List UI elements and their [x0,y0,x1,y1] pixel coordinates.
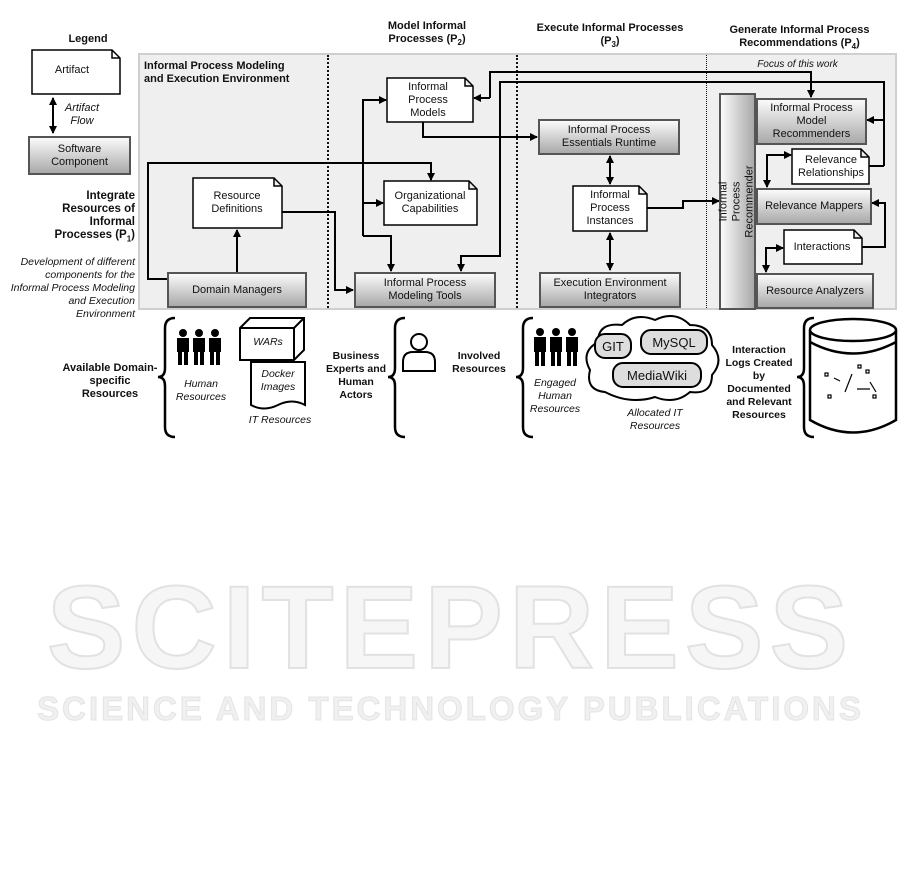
artifact-interactions[interactable]: Interactions [793,240,851,253]
watermark-logo: SCITEPRESS [46,561,855,695]
business-expert-icon [402,333,436,372]
relevance-relationships-shape [791,148,870,185]
org-capabilities-shape [383,180,478,226]
artifact-process-instances[interactable]: Informal Process Instances [586,189,634,227]
resource-definitions-shape [192,177,283,229]
business-experts-label: Business Experts and Human Actors [325,350,387,401]
legend-artifact: Artifact [54,63,90,76]
panel-title: Informal Process Modeling and Execution … [144,60,290,85]
wars-box-icon [239,317,305,361]
legend-software-component: Software Component [28,136,131,175]
component-resource-analyzers[interactable]: Resource Analyzers [756,273,874,309]
interaction-graph-icon [824,364,877,399]
component-modeling-tools[interactable]: Informal Process Modeling Tools [354,272,496,308]
component-relevance-mappers[interactable]: Relevance Mappers [756,188,872,225]
mediawiki-badge: MediaWiki [612,362,702,388]
watermark-subtitle: SCIENCE AND TECHNOLOGY PUBLICATIONS [37,690,864,728]
component-model-recommenders[interactable]: Informal Process Model Recommenders [756,98,867,145]
brace-logs [796,316,815,439]
interactions-shape [783,229,863,265]
component-env-integrators[interactable]: Execution Environment Integrators [539,272,681,308]
wars-label: WARs [253,335,283,348]
brace-available [157,316,176,439]
legend-artifact-flow: Artifact Flow [64,102,100,127]
interaction-logs-label: Interaction Logs Created by Documented a… [725,344,793,421]
recommender-label: Informal Process Recommender [718,165,757,238]
mysql-badge: MySQL [640,329,708,355]
available-resources-label: Available Domain-specific Resources [62,361,158,400]
allocated-it-resources-label: Allocated IT Resources [627,407,683,432]
artifact-org-capabilities[interactable]: Organizational Capabilities [394,190,466,215]
component-recommender[interactable]: Informal Process Recommender [718,93,757,310]
brace-involved [515,316,534,439]
involved-resources-label: Involved Resources [452,350,506,375]
process-models-shape [386,77,474,123]
brace-business [387,316,406,439]
phase-p2-title: Model Informal Processes (P2) [387,20,467,48]
focus-label: Focus of this work [757,58,838,70]
phase-p1-description: Development of different components for … [10,256,135,320]
artifact-relevance-relationships[interactable]: Relevance Relationships [797,154,865,179]
phase-p4-title: Generate Informal Process Recommendation… [729,24,870,52]
interaction-logs-database-icon [808,317,898,434]
divider-p3-p4 [706,55,707,308]
human-resources-icon [177,329,221,365]
legend-title: Legend [68,32,108,45]
docker-images-label: Docker Images [260,368,296,393]
phase-p3-title: Execute Informal Processes(P3) [536,22,684,50]
phase-p1-title: Integrate Resources of Informal Processe… [54,190,135,244]
engaged-human-resources-label: Engaged Human Resources [529,376,581,415]
docker-images-document-icon [250,361,306,410]
git-badge: GIT [594,333,632,359]
process-instances-shape [572,185,648,232]
engaged-human-resources-icon [534,328,578,366]
component-domain-managers[interactable]: Domain Managers [167,272,307,308]
component-essentials-runtime[interactable]: Informal Process Essentials Runtime [538,119,680,155]
artifact-resource-definitions[interactable]: Resource Definitions [211,190,263,215]
human-resources-label: Human Resources [175,378,227,403]
divider-p2-p3 [516,55,518,308]
artifact-process-models[interactable]: Informal Process Models [408,80,448,119]
divider-p1-p2 [327,55,329,308]
it-resources-label: IT Resources [248,413,312,426]
legend-artifact-shape [31,49,121,95]
